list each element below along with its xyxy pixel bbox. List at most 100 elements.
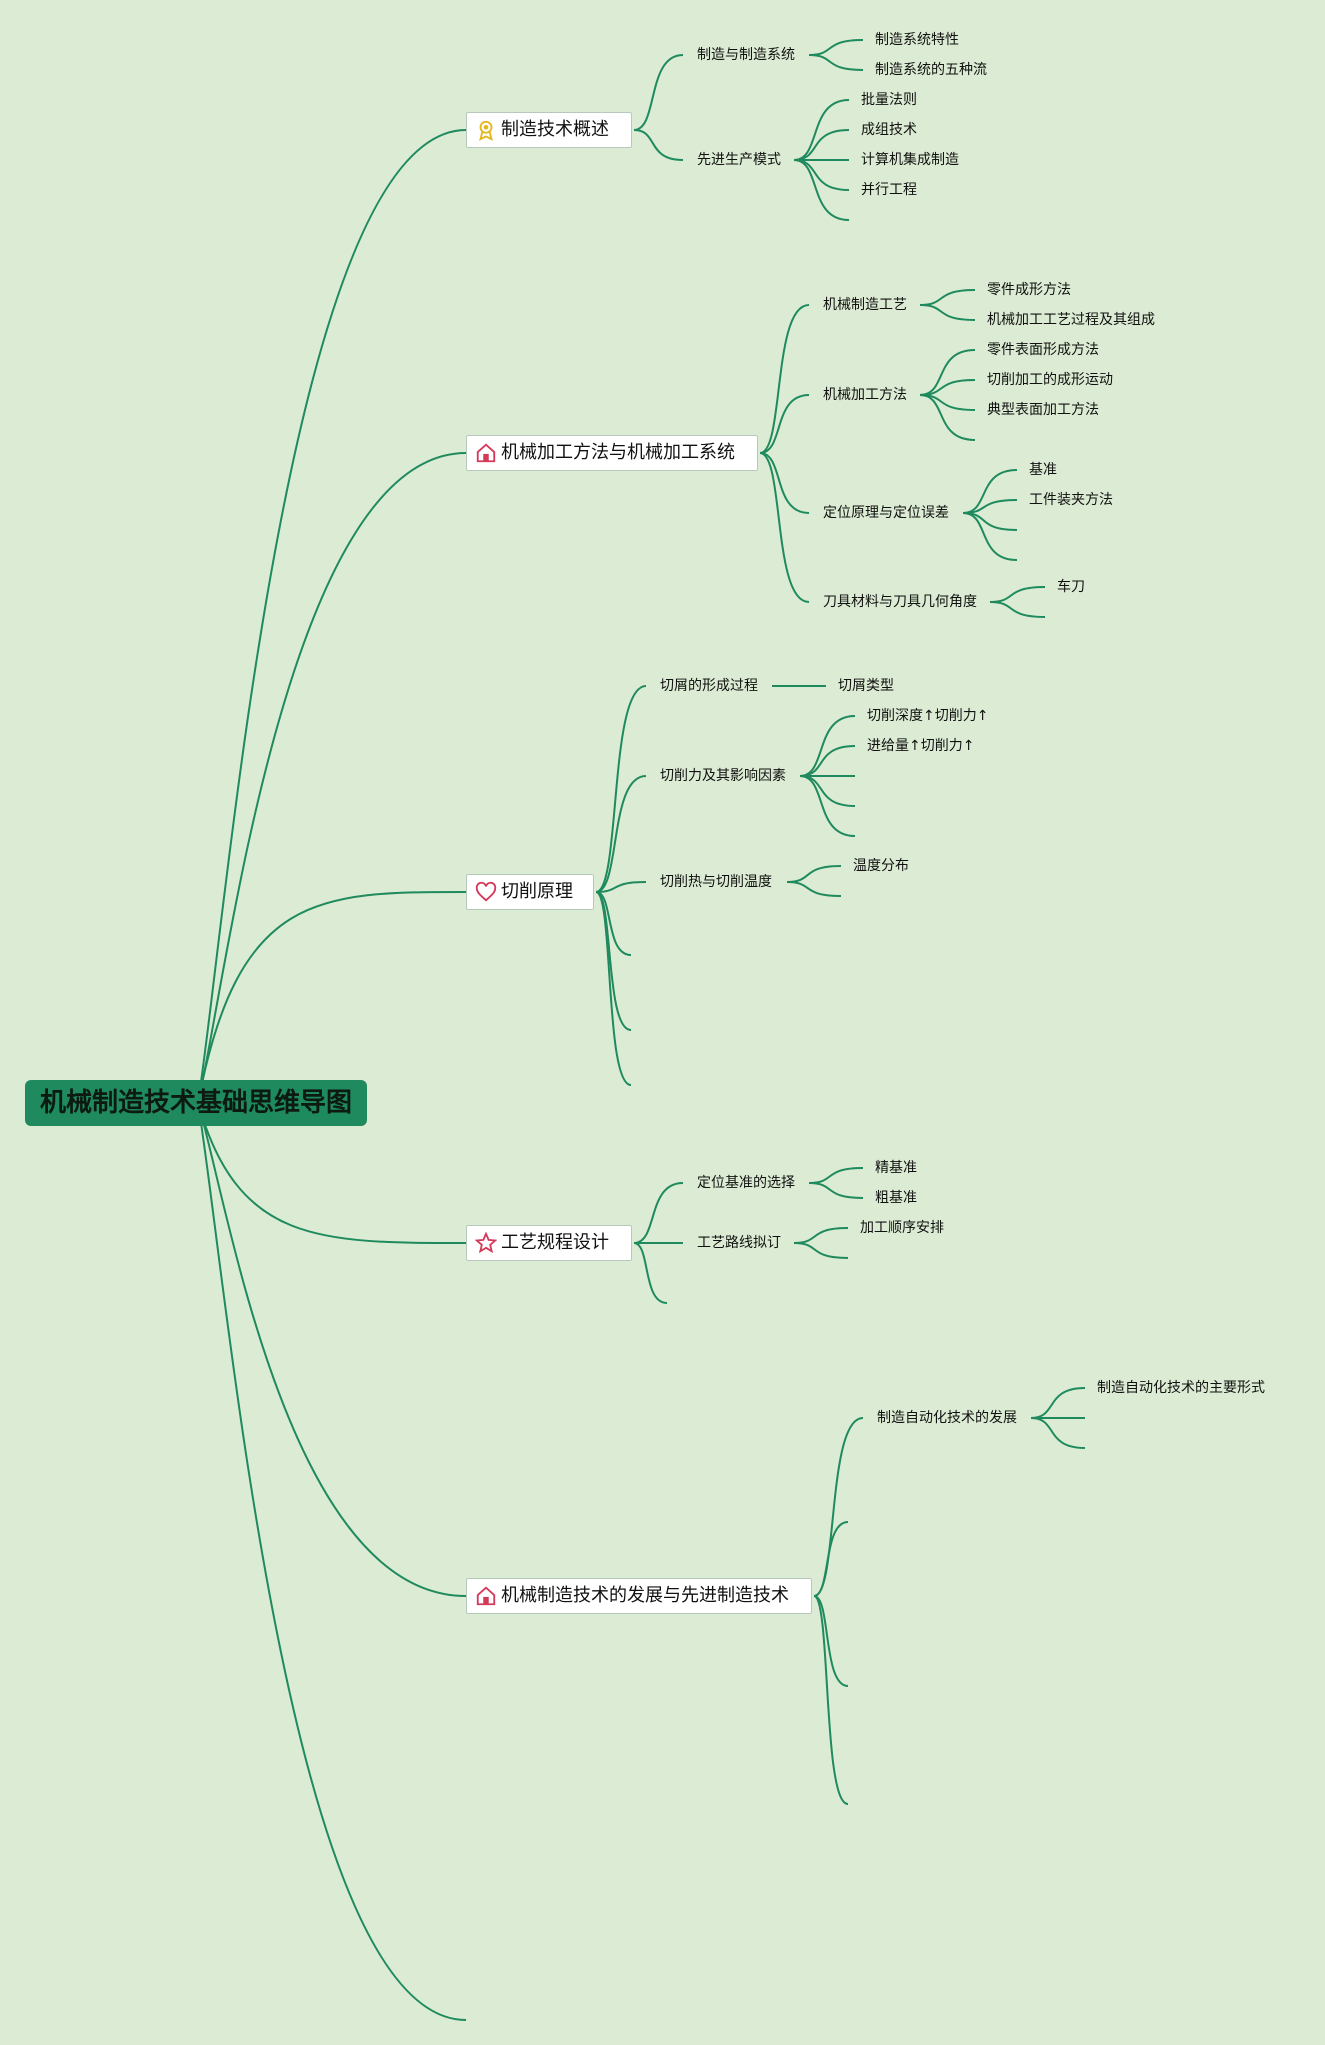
leaf-connector bbox=[793, 1227, 849, 1244]
leaf-node[interactable]: 并行工程 bbox=[861, 182, 917, 198]
leaf-node[interactable]: 零件成形方法 bbox=[987, 282, 1071, 298]
leaf-connector bbox=[1030, 1417, 1086, 1449]
leaf-node[interactable]: 批量法则 bbox=[861, 92, 917, 108]
leaf-node[interactable]: 加工顺序安排 bbox=[860, 1220, 944, 1236]
topic-connector bbox=[197, 129, 467, 1104]
topic-connector bbox=[197, 1102, 467, 1244]
root-topic[interactable]: 机械制造技术基础思维导图 bbox=[25, 1080, 367, 1126]
leaf-connector bbox=[808, 1167, 864, 1184]
leaf-connector bbox=[962, 469, 1018, 514]
leaf-node[interactable]: 车刀 bbox=[1057, 579, 1085, 595]
topic-node[interactable]: 机械制造技术的发展与先进制造技术 bbox=[466, 1578, 812, 1614]
leaf-node[interactable]: 计算机集成制造 bbox=[861, 152, 959, 168]
topic-node[interactable]: 工艺规程设计 bbox=[466, 1225, 632, 1261]
leaf-node[interactable]: 零件表面形成方法 bbox=[987, 342, 1099, 358]
leaf-connector bbox=[962, 512, 1018, 561]
leaf-node[interactable]: 粗基准 bbox=[875, 1190, 917, 1206]
subtopic-connector bbox=[759, 394, 810, 454]
topic-connector bbox=[197, 1102, 467, 2021]
subtopic-connector bbox=[759, 452, 810, 514]
leaf-connector bbox=[799, 715, 856, 777]
heart-icon bbox=[475, 881, 497, 903]
subtopic-connector bbox=[813, 1595, 849, 1805]
topic-node[interactable]: 切削原理 bbox=[466, 874, 594, 910]
subtopic-connector bbox=[595, 775, 647, 893]
subtopic-node[interactable]: 切削力及其影响因素 bbox=[660, 768, 786, 784]
leaf-connector bbox=[793, 159, 850, 221]
leaf-node[interactable]: 工件装夹方法 bbox=[1029, 492, 1113, 508]
leaf-node[interactable]: 精基准 bbox=[875, 1160, 917, 1176]
subtopic-node[interactable]: 刀具材料与刀具几何角度 bbox=[823, 594, 977, 610]
topic-connector bbox=[197, 891, 467, 1104]
leaf-node[interactable]: 基准 bbox=[1029, 462, 1057, 478]
leaf-connector bbox=[793, 99, 850, 161]
home-icon bbox=[475, 1585, 497, 1607]
topic-node[interactable]: 制造技术概述 bbox=[466, 112, 632, 148]
leaf-connector bbox=[919, 289, 976, 306]
leaf-connector bbox=[799, 745, 856, 777]
leaf-node[interactable]: 制造系统的五种流 bbox=[875, 62, 987, 78]
leaf-connector bbox=[919, 349, 976, 396]
subtopic-connector bbox=[813, 1417, 864, 1597]
leaf-node[interactable]: 温度分布 bbox=[853, 858, 909, 874]
subtopic-connector bbox=[595, 891, 632, 1031]
leaf-node[interactable]: 切削深度↑切削力↑ bbox=[867, 708, 989, 724]
topic-node[interactable]: 机械加工方法与机械加工系统 bbox=[466, 435, 758, 471]
subtopic-node[interactable]: 机械制造工艺 bbox=[823, 297, 907, 313]
subtopic-connector bbox=[759, 304, 810, 454]
star-icon bbox=[475, 1232, 497, 1254]
leaf-node[interactable]: 制造自动化技术的主要形式 bbox=[1097, 1380, 1265, 1396]
topic-label: 制造技术概述 bbox=[501, 119, 609, 140]
topic-label: 工艺规程设计 bbox=[501, 1232, 609, 1253]
leaf-connector bbox=[1030, 1387, 1086, 1419]
leaf-connector bbox=[793, 159, 850, 191]
subtopic-connector bbox=[595, 891, 632, 1086]
leaf-node[interactable]: 切削加工的成形运动 bbox=[987, 372, 1113, 388]
subtopic-connector bbox=[633, 54, 684, 131]
leaf-node[interactable]: 机械加工工艺过程及其组成 bbox=[987, 312, 1155, 328]
topic-connector bbox=[197, 1102, 467, 1597]
leaf-connector bbox=[793, 129, 850, 161]
subtopic-connector bbox=[595, 891, 632, 956]
subtopic-node[interactable]: 制造自动化技术的发展 bbox=[877, 1410, 1017, 1426]
leaf-connector bbox=[989, 586, 1046, 603]
leaf-connector bbox=[793, 1242, 849, 1259]
subtopic-node[interactable]: 定位基准的选择 bbox=[697, 1175, 795, 1191]
subtopic-connector bbox=[813, 1595, 849, 1687]
leaf-connector bbox=[799, 775, 856, 837]
subtopic-connector bbox=[595, 685, 647, 893]
subtopic-node[interactable]: 定位原理与定位误差 bbox=[823, 505, 949, 521]
subtopic-connector bbox=[595, 881, 647, 893]
leaf-connector bbox=[989, 601, 1046, 618]
leaf-connector bbox=[808, 54, 864, 71]
leaf-connector bbox=[786, 881, 842, 897]
subtopic-node[interactable]: 切屑的形成过程 bbox=[660, 678, 758, 694]
leaf-connector bbox=[808, 39, 864, 56]
topic-label: 机械加工方法与机械加工系统 bbox=[501, 442, 735, 463]
home-icon bbox=[475, 442, 497, 464]
subtopic-node[interactable]: 工艺路线拟订 bbox=[697, 1235, 781, 1251]
topic-label: 切削原理 bbox=[501, 881, 573, 902]
leaf-connector bbox=[786, 865, 842, 883]
topic-label: 机械制造技术的发展与先进制造技术 bbox=[501, 1585, 789, 1606]
award-icon bbox=[475, 119, 497, 141]
leaf-connector bbox=[919, 394, 976, 441]
topic-connector bbox=[197, 452, 467, 1104]
subtopic-node[interactable]: 制造与制造系统 bbox=[697, 47, 795, 63]
subtopic-node[interactable]: 机械加工方法 bbox=[823, 387, 907, 403]
subtopic-connector bbox=[633, 1182, 684, 1244]
leaf-node[interactable]: 切屑类型 bbox=[838, 678, 894, 694]
subtopic-node[interactable]: 切削热与切削温度 bbox=[660, 874, 772, 890]
leaf-node[interactable]: 进给量↑切削力↑ bbox=[867, 738, 975, 754]
leaf-node[interactable]: 制造系统特性 bbox=[875, 32, 959, 48]
subtopic-node[interactable]: 先进生产模式 bbox=[697, 152, 781, 168]
leaf-node[interactable]: 成组技术 bbox=[861, 122, 917, 138]
subtopic-connector bbox=[759, 452, 810, 603]
leaf-node[interactable]: 典型表面加工方法 bbox=[987, 402, 1099, 418]
leaf-connector bbox=[799, 775, 856, 807]
subtopic-connector bbox=[813, 1521, 849, 1597]
subtopic-connector bbox=[633, 1242, 668, 1304]
subtopic-connector bbox=[633, 129, 684, 161]
